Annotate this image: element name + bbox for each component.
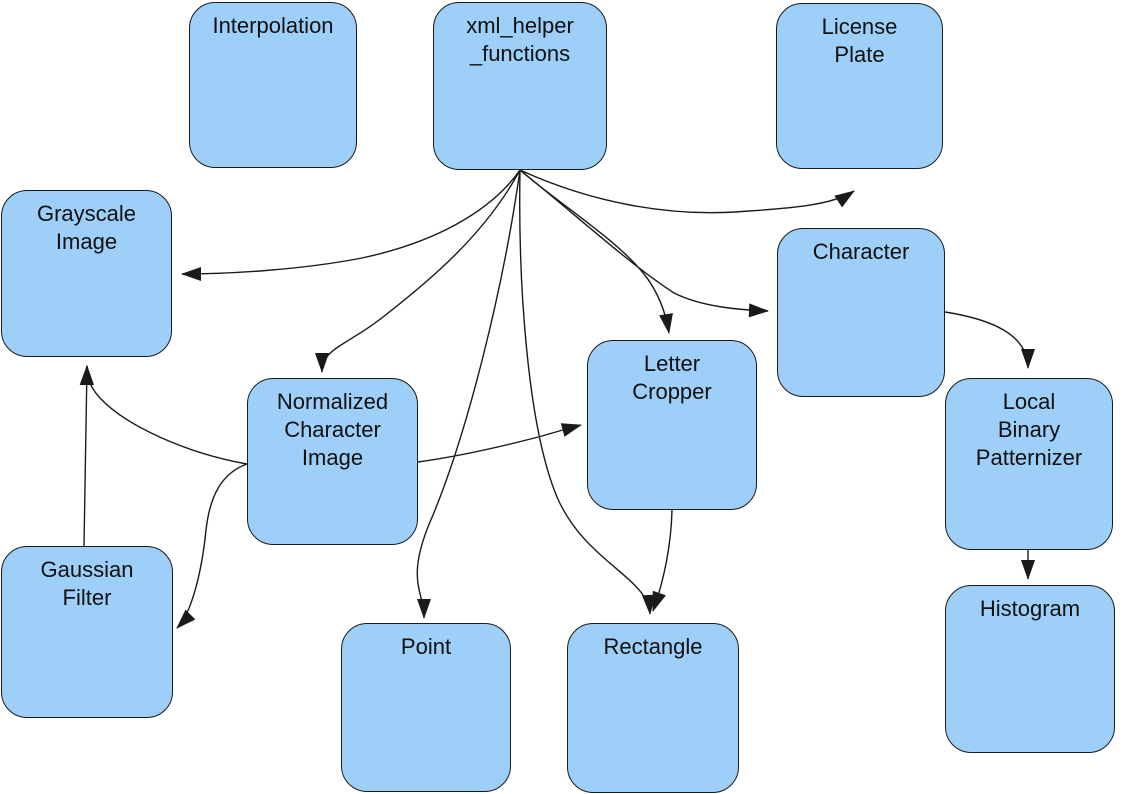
edge-letter_cropper-to-rectangle bbox=[652, 509, 673, 612]
node-xml-helper-functions-label: xml_helper _functions bbox=[466, 13, 574, 66]
edge-normalized_character_image-to-letter_cropper bbox=[417, 423, 582, 463]
node-histogram-label: Histogram bbox=[979, 596, 1081, 621]
node-local-binary-patternizer-label: Local Binary Patternizer bbox=[975, 389, 1083, 470]
node-letter-cropper-label: Letter Cropper bbox=[632, 351, 712, 404]
edge-normalized_character_image-to-gaussian_filter bbox=[176, 463, 248, 629]
edge-xml_helper_functions-to-normalized_character_image bbox=[315, 169, 521, 373]
node-normalized-character-image[interactable]: Normalized Character Image bbox=[247, 378, 418, 545]
node-interpolation[interactable]: Interpolation bbox=[189, 2, 357, 168]
edge-xml_helper_functions-to-character bbox=[519, 169, 769, 318]
node-gaussian-filter[interactable]: Gaussian Filter bbox=[1, 546, 173, 718]
edge-xml_helper_functions-to-point bbox=[416, 169, 521, 619]
edge-xml_helper_functions-to-rectangle bbox=[519, 169, 656, 615]
edge-xml_helper_functions-to-license_plate bbox=[519, 169, 855, 214]
node-point-label: Point bbox=[400, 634, 452, 659]
node-xml-helper-functions[interactable]: xml_helper _functions bbox=[433, 2, 607, 170]
node-rectangle-label: Rectangle bbox=[603, 634, 703, 659]
node-interpolation-label: Interpolation bbox=[212, 13, 334, 38]
node-grayscale-image[interactable]: Grayscale Image bbox=[1, 190, 172, 357]
node-grayscale-image-label: Grayscale Image bbox=[36, 201, 137, 254]
node-character[interactable]: Character bbox=[777, 228, 945, 397]
node-license-plate[interactable]: License Plate bbox=[776, 3, 943, 169]
node-license-plate-label: License Plate bbox=[821, 14, 898, 67]
edge-character-to-local_binary_patternizer bbox=[944, 311, 1035, 369]
edge-xml_helper_functions-to-letter_cropper bbox=[519, 169, 673, 334]
node-character-label: Character bbox=[812, 239, 910, 264]
edge-gaussian_filter-to-grayscale_image bbox=[79, 365, 94, 547]
node-histogram[interactable]: Histogram bbox=[945, 585, 1115, 753]
node-point[interactable]: Point bbox=[341, 623, 511, 792]
node-gaussian-filter-label: Gaussian Filter bbox=[40, 557, 134, 610]
edge-normalized_character_image-to-grayscale_image bbox=[80, 365, 248, 465]
node-letter-cropper[interactable]: Letter Cropper bbox=[587, 340, 757, 510]
node-rectangle[interactable]: Rectangle bbox=[567, 623, 739, 793]
edge-xml_helper_functions-to-grayscale_image bbox=[181, 169, 521, 281]
node-normalized-character-image-label: Normalized Character Image bbox=[276, 389, 389, 470]
node-local-binary-patternizer[interactable]: Local Binary Patternizer bbox=[945, 378, 1113, 550]
